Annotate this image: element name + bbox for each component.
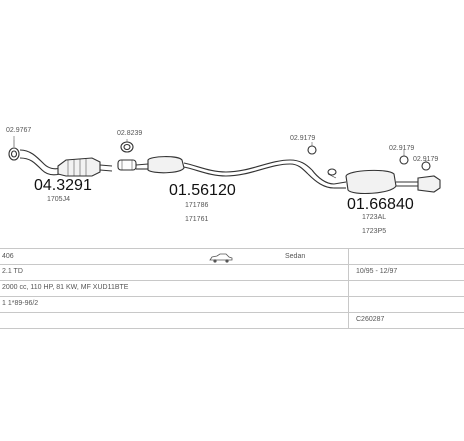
sedan-car-icon xyxy=(208,251,234,263)
catalytic-converter-drawing xyxy=(57,157,113,177)
engine-cell: 2.1 TD xyxy=(2,268,23,275)
rear-silencer-ref: 1723P5 xyxy=(362,228,387,235)
table-divider xyxy=(0,264,464,265)
rear-clamp-drawing xyxy=(307,145,337,179)
middle-silencer-part-number: 01.56120 xyxy=(169,182,236,199)
table-divider xyxy=(0,280,464,281)
body-type-cell: Sedan xyxy=(285,253,306,260)
years-cell: 10/95 - 12/97 xyxy=(356,268,398,275)
middle-clamp-drawing xyxy=(117,141,137,171)
front-pipe-drawing xyxy=(19,149,61,176)
part-number-label: 02.8239 xyxy=(117,130,143,137)
leader-lines xyxy=(13,136,427,162)
vin-cell: 1 1*89-96/2 xyxy=(2,300,39,307)
table-column-divider xyxy=(348,248,349,328)
catalyst-ref: 1705J4 xyxy=(47,196,70,203)
spec-cell: 2000 cc, 110 HP, 81 KW, MF XUD11BTE xyxy=(2,284,129,291)
code-cell: C260287 xyxy=(356,316,385,323)
part-number-label: 02.9179 xyxy=(389,145,415,152)
front-gasket-drawing xyxy=(8,140,20,161)
middle-silencer-drawing xyxy=(135,156,335,189)
part-number-label: 02.9179 xyxy=(413,156,439,163)
middle-silencer-ref: 171786 xyxy=(185,202,209,209)
table-divider xyxy=(0,296,464,297)
part-number-label: 02.9767 xyxy=(6,127,32,134)
rear-silencer-drawing xyxy=(333,155,441,195)
model-cell: 406 xyxy=(2,253,14,260)
catalyst-part-number: 04.3291 xyxy=(34,177,92,194)
table-divider xyxy=(0,312,464,313)
rear-silencer-part-number: 01.66840 xyxy=(347,196,414,213)
rear-silencer-ref: 1723AL xyxy=(362,214,387,221)
middle-silencer-ref: 171761 xyxy=(185,216,209,223)
table-divider xyxy=(0,248,464,249)
table-divider xyxy=(0,328,464,329)
part-number-label: 02.9179 xyxy=(290,135,316,142)
